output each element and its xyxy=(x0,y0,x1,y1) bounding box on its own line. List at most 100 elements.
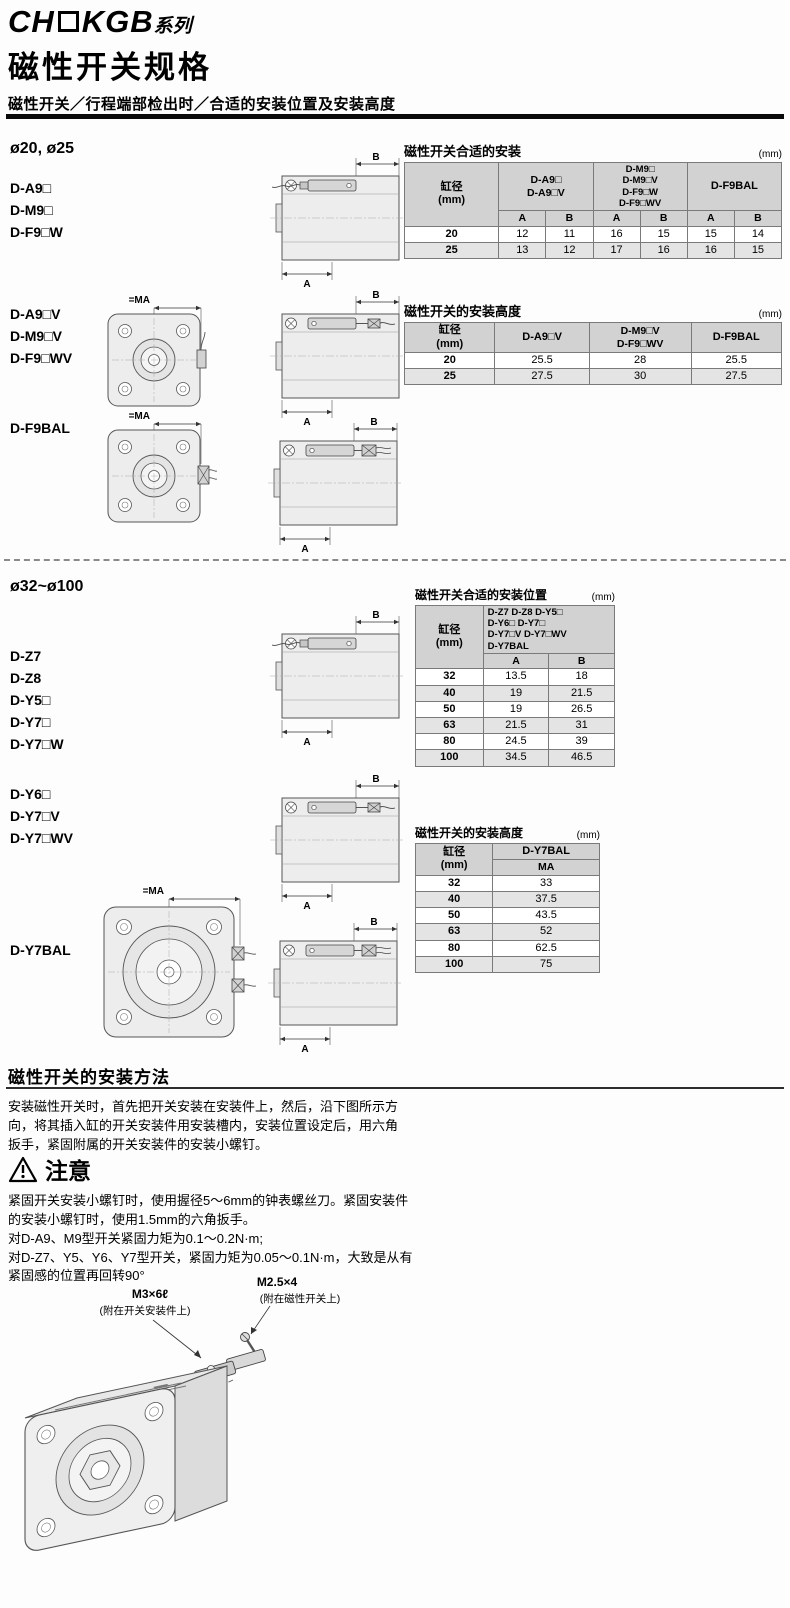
dim-b-label: B xyxy=(372,610,379,621)
switch-connector xyxy=(231,946,257,961)
table-title: 磁性开关合适的安装 xyxy=(404,144,522,159)
table-cell: 27.5 xyxy=(690,368,782,386)
series-prefix: CH xyxy=(8,4,55,39)
table-cell: 62.5 xyxy=(492,939,600,957)
caution-header: 注意 xyxy=(8,1152,91,1186)
table-cell: 52 xyxy=(492,923,600,941)
lead-wire xyxy=(271,184,301,188)
bore-column-header: 缸径 (mm) xyxy=(414,843,494,876)
table-cell: 31 xyxy=(548,716,615,735)
section-heading-large-bore: ø32~ø100 xyxy=(10,578,84,595)
sub-header: MA xyxy=(492,859,600,876)
mounting-heading-rule xyxy=(6,1087,784,1089)
column-header: D-F9BAL xyxy=(690,322,782,353)
sub-header: A xyxy=(686,210,735,227)
sub-header: B xyxy=(639,210,688,227)
bore-cell: 25 xyxy=(403,241,500,259)
title-underline-bar xyxy=(6,114,784,119)
magnetic-switch xyxy=(299,179,357,192)
screw-m25-label: M2.5×4 xyxy=(257,1275,298,1289)
side-view-drawing-y7bal: B A xyxy=(268,917,401,1053)
dim-a-label: A xyxy=(303,417,310,426)
model-label: D-M9□V xyxy=(10,328,63,344)
bore-cell: 32 xyxy=(415,668,484,686)
table-cell: 15 xyxy=(733,241,783,259)
table-block-mounting-position-large: 磁性开关合适的安装位置 (mm) 缸径 (mm) D-Z7 D-Z8 D-Y5□… xyxy=(415,586,616,767)
dim-ma-label: =MA xyxy=(143,886,164,897)
model-label: D-Y7□V xyxy=(10,808,60,824)
table-unit: (mm) xyxy=(591,592,615,603)
mounting-holes xyxy=(116,919,222,1025)
mounting-holes xyxy=(118,324,190,396)
table-cell: 19 xyxy=(482,684,550,702)
table-title: 磁性开关合适的安装位置 xyxy=(415,588,548,602)
model-label: D-Y7□W xyxy=(10,736,64,752)
piston-position-marker-icon xyxy=(285,801,297,814)
column-header: D-Z7 D-Z8 D-Y5□ D-Y6□ D-Y7□ D-Y7□V D-Y7□… xyxy=(482,605,616,654)
side-view-drawing-z7: B A xyxy=(270,610,403,746)
dim-ma-label: =MA xyxy=(129,411,150,422)
front-view-drawing-f9bal: =MA xyxy=(107,411,218,523)
model-label: D-F9BAL xyxy=(10,420,70,436)
table-cell: 21.5 xyxy=(482,716,550,735)
model-label: D-Y5□ xyxy=(10,692,51,708)
table-cell: 43.5 xyxy=(492,907,600,925)
model-label: D-F9□WV xyxy=(10,350,73,366)
table-cell: 33 xyxy=(492,874,600,892)
dim-b-label: B xyxy=(372,290,379,301)
dim-b-label: B xyxy=(370,917,377,928)
bore-cell: 25 xyxy=(403,368,496,386)
piston-position-marker-icon xyxy=(285,317,297,330)
model-label: D-Z8 xyxy=(10,670,42,686)
section-heading-small-bore: ø20, ø25 xyxy=(10,140,75,157)
switch-connector xyxy=(231,978,257,993)
table-cell: 37.5 xyxy=(492,890,600,909)
model-label: D-Z7 xyxy=(10,648,42,664)
table-title: 磁性开关的安装高度 xyxy=(415,826,524,840)
table-block-mounting-height-small: 磁性开关的安装高度 (mm) 缸径 (mm) D-A9□V D-M9□V D-F… xyxy=(403,301,782,386)
table-cell: 28 xyxy=(588,351,692,370)
column-header: D-M9□ D-M9□V D-F9□W D-F9□WV xyxy=(592,162,688,211)
caution-icon xyxy=(8,1156,38,1182)
table-cell: 25.5 xyxy=(690,351,782,370)
dim-a-label: A xyxy=(303,901,310,910)
series-suffix: 系列 xyxy=(153,16,192,37)
column-header: D-F9BAL xyxy=(686,162,783,211)
bore-column-header: 缸径 (mm) xyxy=(403,322,496,353)
mounting-method-heading: 磁性开关的安装方法 xyxy=(8,1068,170,1087)
column-header: D-M9□V D-F9□WV xyxy=(588,322,692,353)
table-cell: 34.5 xyxy=(482,749,550,767)
bore-cell: 100 xyxy=(415,749,484,767)
lead-wire xyxy=(271,642,301,646)
bore-cell: 63 xyxy=(414,923,494,941)
dim-a-label: A xyxy=(301,544,308,553)
model-label: D-F9□W xyxy=(10,224,63,240)
magnetic-switch xyxy=(299,637,357,650)
model-label: D-A9□V xyxy=(10,306,61,322)
table-unit: (mm) xyxy=(758,149,782,160)
side-view-drawing-f9bal: B A xyxy=(268,417,401,553)
sub-header: B xyxy=(548,652,615,670)
bore-cell: 50 xyxy=(415,700,484,718)
table-block-mounting-position-small: 磁性开关合适的安装 (mm) 缸径 (mm) D-A9□ D-A9□V D-M9… xyxy=(403,141,783,259)
table-cell: 14 xyxy=(733,225,783,243)
front-view-drawing-y7bal: =MA xyxy=(103,886,257,1038)
caution-title: 注意 xyxy=(45,1158,91,1184)
dim-ma-label: =MA xyxy=(129,295,150,306)
table-cell: 12 xyxy=(498,225,547,243)
model-label: D-Y7BAL xyxy=(10,942,71,958)
page-title: 磁性开关规格 xyxy=(8,50,212,85)
bore-cell: 40 xyxy=(415,684,484,702)
column-header: D-A9□ D-A9□V xyxy=(498,162,594,211)
